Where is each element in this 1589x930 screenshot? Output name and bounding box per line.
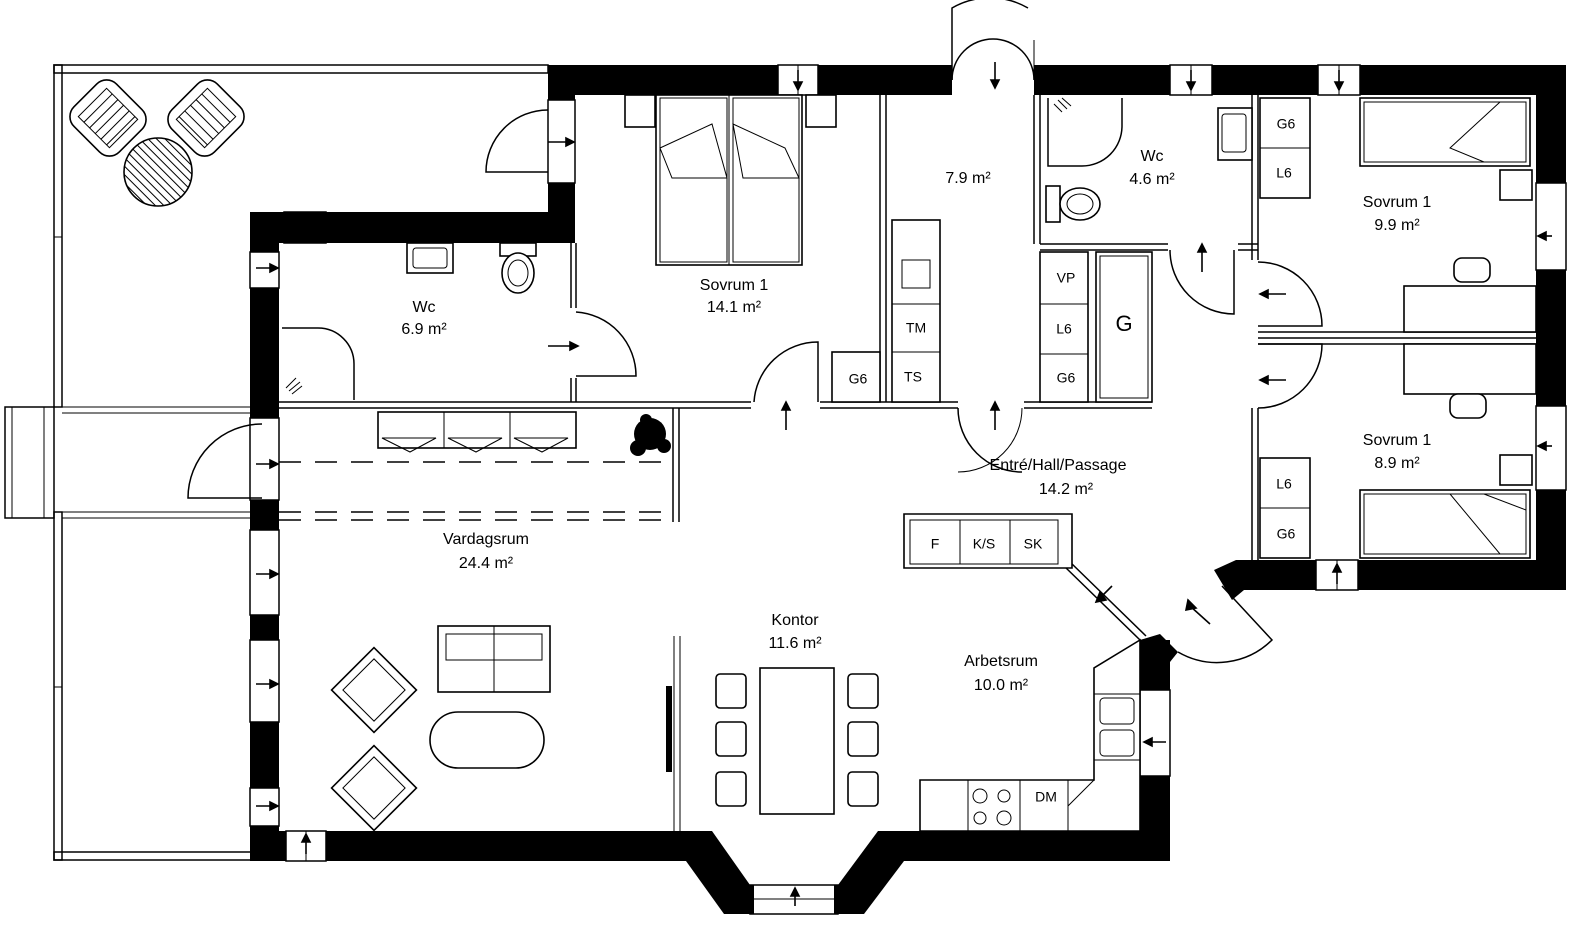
storage-g6-sovrum-box: G6: [831, 351, 881, 403]
storage-vp: VP: [1057, 270, 1076, 286]
room-wc-left-area: 6.9 m²: [401, 321, 447, 338]
kitchen-counter: DM: [919, 638, 1141, 832]
wardrobe-top-right: G6 L6: [1259, 97, 1311, 199]
chair-icon: [1449, 257, 1491, 419]
room-entre-area: 14.2 m²: [1039, 481, 1094, 498]
storage-g6-hall: G6: [1057, 370, 1076, 386]
room-vardagsrum-area: 24.4 m²: [459, 555, 514, 572]
toilet-icon: [1045, 185, 1101, 223]
roof-dash-lines: [279, 461, 673, 521]
room-wc-right-area: 4.6 m²: [1129, 171, 1175, 188]
room-sovrum-main-name: Sovrum 1: [700, 277, 769, 294]
storage-g6-sovrum: G6: [849, 371, 868, 387]
room-vardagsrum-name: Vardagsrum: [443, 531, 529, 548]
room-arbetsrum-area: 10.0 m²: [974, 677, 1029, 694]
desk-icon: [1403, 285, 1537, 395]
patio-table-icon: [123, 137, 193, 207]
room-wc-left-name: Wc: [412, 299, 435, 316]
closet-column: TM TS: [891, 219, 941, 403]
patio-chair-icon: [69, 79, 147, 157]
room-closet-area: 7.9 m²: [945, 170, 991, 187]
wardrobe-bottom-right: L6 G6: [1259, 457, 1311, 559]
dining-table-icon: [715, 667, 879, 815]
sink-icon: [1217, 107, 1253, 161]
storage-tm: TM: [906, 320, 926, 336]
patio-chair-icon: [167, 79, 245, 157]
appliance-dm: DM: [1035, 789, 1057, 805]
room-sovrum-tr-area: 9.9 m²: [1374, 217, 1420, 234]
exterior-walls: [250, 65, 1566, 914]
storage-g: G: [1115, 311, 1132, 336]
doors: [187, 0, 1323, 664]
storage-l6-top-right: L6: [1276, 165, 1292, 181]
room-sovrum-main-area: 14.1 m²: [707, 299, 762, 316]
single-bed-icon: [1359, 97, 1533, 201]
sink-icon: [406, 242, 454, 274]
room-kontor-area: 11.6 m²: [768, 635, 822, 652]
room-kontor-name: Kontor: [771, 612, 819, 629]
coffee-table-icon: [429, 711, 545, 769]
storage-g6-bottom-right: G6: [1277, 526, 1296, 542]
room-labels: Wc 6.9 m² Sovrum 1 14.1 m² 7.9 m² Wc 4.6…: [401, 148, 1431, 694]
hall-storage: VP L6 G6 G: [1039, 251, 1153, 403]
room-arbetsrum-name: Arbetsrum: [964, 653, 1038, 670]
toilet-icon: [499, 242, 537, 294]
room-sovrum-br-name: Sovrum 1: [1363, 432, 1432, 449]
entrance-step: [4, 406, 55, 519]
storage-l6-hall: L6: [1056, 321, 1072, 337]
storage-l6-bottom-right: L6: [1276, 476, 1292, 492]
storage-g6-top-right: G6: [1277, 116, 1296, 132]
kitchen-appliances: F K/S SK: [903, 513, 1073, 569]
double-bed-icon: [624, 94, 837, 266]
wall-tv-icon: [666, 686, 672, 772]
room-wc-right-name: Wc: [1140, 148, 1163, 165]
sofa-icon: [437, 625, 551, 693]
terrace: [53, 64, 549, 861]
appliance-ks: K/S: [973, 536, 996, 552]
storage-ts: TS: [904, 369, 922, 385]
shower-icon: [1053, 97, 1072, 113]
plant-icon: [630, 414, 671, 456]
appliance-f: F: [931, 536, 940, 552]
armchair-icon: [330, 646, 418, 734]
shower-icon: [285, 377, 303, 395]
room-entre-name: Entré/Hall/Passage: [990, 457, 1127, 474]
room-sovrum-tr-name: Sovrum 1: [1363, 194, 1432, 211]
room-sovrum-br-area: 8.9 m²: [1374, 455, 1420, 472]
single-bed-icon: [1359, 454, 1533, 559]
armchair-icon: [330, 744, 418, 832]
direction-arrows: [256, 62, 1552, 906]
sideboard-icon: [377, 411, 577, 453]
appliance-sk: SK: [1024, 536, 1043, 552]
